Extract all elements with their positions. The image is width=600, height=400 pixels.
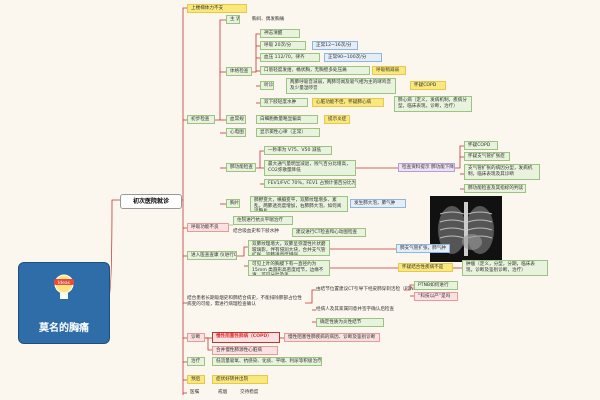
- combine-label: 结合患者长期吸烟史和肺结合病史，不能排除肺部占位性病变的可能，需进行病理检查确认: [187, 296, 302, 307]
- physical-item-4[interactable]: 正常90~100次/分: [324, 53, 382, 62]
- physical-item-6[interactable]: 呼吸稍减弱: [372, 66, 406, 75]
- physical-item-12[interactable]: 肺心病（定义，发病机制，疾病分型，临床表现，诊断，治疗）: [394, 96, 472, 112]
- physical-item-9[interactable]: 怀疑COPD: [410, 81, 446, 90]
- treatment-content[interactable]: 低流量吸氧、抗感染、化痰、平喘、利尿等积极治疗: [212, 357, 322, 366]
- lung-item-0[interactable]: 一秒率为 V75、V50 减低: [264, 146, 332, 155]
- respiratory-item-1: 结合吸血史和下肢水肿: [233, 229, 279, 234]
- bottom-item-0: 戒烟: [218, 390, 228, 395]
- root-title: 莫名的胸痛: [39, 323, 89, 334]
- chest-xray-image: [430, 196, 502, 262]
- chest-note[interactable]: 发生肺大泡，肺气肿: [350, 199, 406, 208]
- lung-sub-0[interactable]: 怀疑COPD: [464, 141, 498, 150]
- symptom-label[interactable]: 主 诉: [226, 15, 240, 24]
- ct-note-1[interactable]: 怀疑结合性疾病不是: [398, 263, 453, 272]
- physical-item-5[interactable]: 口唇轻度发绀，桶状胸，无胸壁多处压痛: [260, 66, 370, 75]
- root-node[interactable]: Ideas 莫名的胸痛: [18, 262, 110, 344]
- physical-item-11[interactable]: 心脏功能不佳，怀疑肺心病: [312, 98, 384, 107]
- physical-item-8[interactable]: 两肺呼吸音减弱，两肺可闻及吸气相为主的哮鸣音及少量湿啰音: [286, 78, 396, 94]
- respiratory-item-2[interactable]: 建议进行CT检查和心动图检查: [292, 228, 366, 237]
- outcome-label[interactable]: 预后: [187, 375, 205, 384]
- physical-item-2[interactable]: 正常12~16次/分: [312, 41, 358, 50]
- treatment-label[interactable]: 治疗: [187, 357, 205, 366]
- outcome-content[interactable]: 症状好转并出院: [212, 375, 268, 384]
- ptnb-item-1[interactable]: “科技以产”是吗: [414, 292, 458, 301]
- physical-label[interactable]: 体格检查: [226, 67, 252, 76]
- lung-sub-1[interactable]: 怀疑支气管扩张症: [464, 152, 510, 161]
- blood-note[interactable]: 提示炎症: [324, 115, 350, 124]
- symptom-content: 胸闷、偶发胸痛: [252, 17, 285, 22]
- ct-item-0[interactable]: 双肺纹理增大，双肺呈弥漫性片状磨玻璃影，伴有侵润大块，合并支气管扩张，双肺透亮度…: [248, 240, 330, 256]
- combine-item-0: 由结节位置建议CT引导下经皮肺穿刺活检（PTNB）: [316, 287, 422, 292]
- lung-item-2[interactable]: FEV1/FVC 70%，FEV1 占预计值百分比为29%: [264, 179, 356, 188]
- icon-badge-text: Ideas: [58, 280, 71, 286]
- lung-sub-3[interactable]: 肺功能检查及其指标的判读: [464, 184, 526, 193]
- respiratory-label[interactable]: 呼吸功能不良: [187, 223, 229, 232]
- physical-item-10[interactable]: 双下肢轻度水肿: [260, 98, 308, 107]
- ct-note-2[interactable]: 肿瘤（定义，分型，分期，临床表现，诊断及鉴别诊断，治疗）: [462, 260, 548, 276]
- lung-conclusion[interactable]: 检查资料提示 肺功能下降: [398, 163, 455, 172]
- blood-label[interactable]: 血常规: [226, 115, 246, 124]
- lung-sub-2[interactable]: 支气管扩张的病因分型，发病机制，临床表现及其诊断: [464, 164, 540, 180]
- physical-item-3[interactable]: 血压 112/70，律齐: [260, 53, 320, 62]
- chest-label[interactable]: 胸片: [226, 199, 240, 208]
- ct-note-0[interactable]: 肺支气管扩张，肺气肿: [396, 244, 450, 253]
- diagnosis-note[interactable]: 慢性阻塞性肺疾病的病因、诊断及鉴别诊断: [284, 333, 380, 342]
- chest-content[interactable]: 肺野变大，横膈变平，双肺纹理增多、紊乱，两肺透亮度增加，右肺肺大泡，如何阅读胸片: [250, 196, 348, 212]
- bottom-label: 医嘱: [190, 390, 200, 395]
- ecg-content[interactable]: 显示窦性心律（正常）: [256, 128, 320, 137]
- lightbulb-icon: Ideas: [54, 274, 74, 299]
- ptnb-item-0[interactable]: PTNB如何进行: [414, 281, 458, 290]
- ct-label[interactable]: 进入医查查康 仪进行CT检查: [187, 251, 237, 260]
- top-note-node[interactable]: 上楼梯体力不支: [187, 4, 247, 13]
- diagnosis-sub[interactable]: 合并慢性肺源性心脏病: [212, 346, 278, 355]
- ct-item-1[interactable]: 可见上叶的胸膜下有一直径约为 15mm 类圆形高密度结节，边缘不清，可见分叶及毛: [248, 260, 330, 276]
- physical-item-0[interactable]: 神志清醒: [260, 29, 300, 38]
- lung-item-1[interactable]: 最大通气量明显减退，残气百分比增高，CO2弥散量降低: [264, 160, 356, 176]
- respiratory-item-0[interactable]: 住院进行抗炎平喘治疗: [233, 216, 293, 225]
- bottom-item-1: 交待稳度: [240, 390, 259, 395]
- physical-item-1[interactable]: 呼吸 20次/分: [260, 41, 306, 50]
- exam-label[interactable]: 初步检查: [187, 115, 215, 124]
- diagnosis-label[interactable]: 诊断: [187, 333, 205, 342]
- combine-item-1: 经病人及其家属同意并签字确认后检查: [316, 307, 395, 312]
- blood-content[interactable]: 白细胞数量略显偏高: [256, 115, 318, 124]
- diagnosis-main[interactable]: 慢性阻塞性肺病（COPD）: [212, 332, 280, 343]
- physical-item-7[interactable]: 听诊: [260, 81, 274, 90]
- first-visit-node[interactable]: 初次医院就诊: [120, 194, 182, 209]
- ecg-label[interactable]: 心电图: [226, 128, 246, 137]
- combine-item-2[interactable]: 确定性质为炎性结节: [316, 318, 384, 327]
- lung-function-label[interactable]: 肺功能检查: [226, 163, 256, 172]
